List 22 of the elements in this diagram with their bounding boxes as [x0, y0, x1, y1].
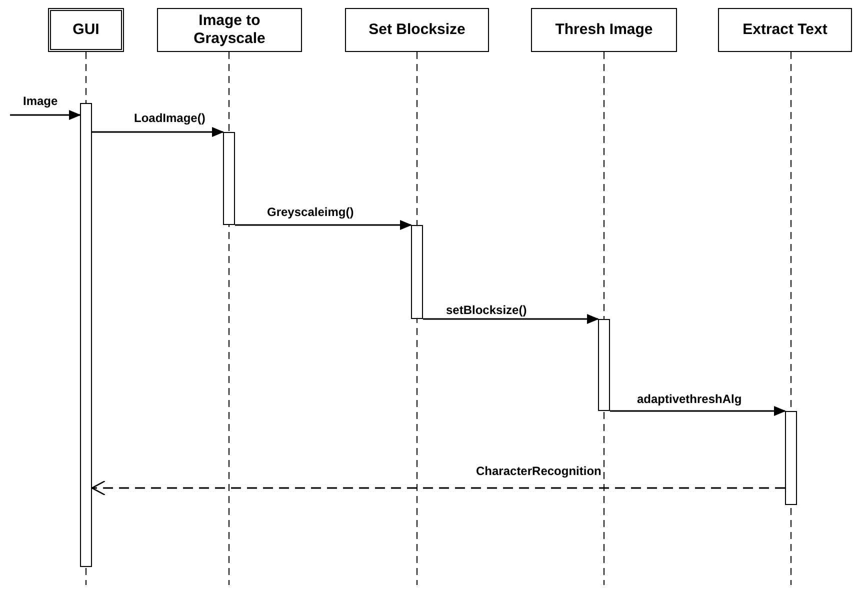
message-arrow	[610, 406, 786, 416]
activation-bar	[80, 103, 92, 567]
activation-bar	[785, 411, 797, 505]
activation-bar	[223, 132, 235, 225]
message-arrow	[235, 220, 412, 230]
return-message-arrow	[91, 480, 785, 496]
activation-bar	[598, 319, 610, 411]
lifeline-header: Extract Text	[718, 8, 852, 52]
message-label: CharacterRecognition	[475, 464, 602, 478]
lifeline-header: GUI	[48, 8, 124, 52]
message-arrow	[423, 314, 599, 324]
lifeline-header: Image to Grayscale	[157, 8, 302, 52]
message-label: adaptivethreshAlg	[636, 392, 743, 406]
message-arrow	[10, 110, 81, 120]
activation-bar	[411, 225, 423, 319]
message-label: Image	[22, 94, 59, 108]
message-label: Greyscaleimg()	[266, 205, 355, 219]
message-arrow	[92, 127, 224, 137]
message-label: setBlocksize()	[445, 303, 528, 317]
lifeline-header: Set Blocksize	[345, 8, 489, 52]
message-label: LoadImage()	[133, 111, 206, 125]
lifeline-header: Thresh Image	[531, 8, 677, 52]
